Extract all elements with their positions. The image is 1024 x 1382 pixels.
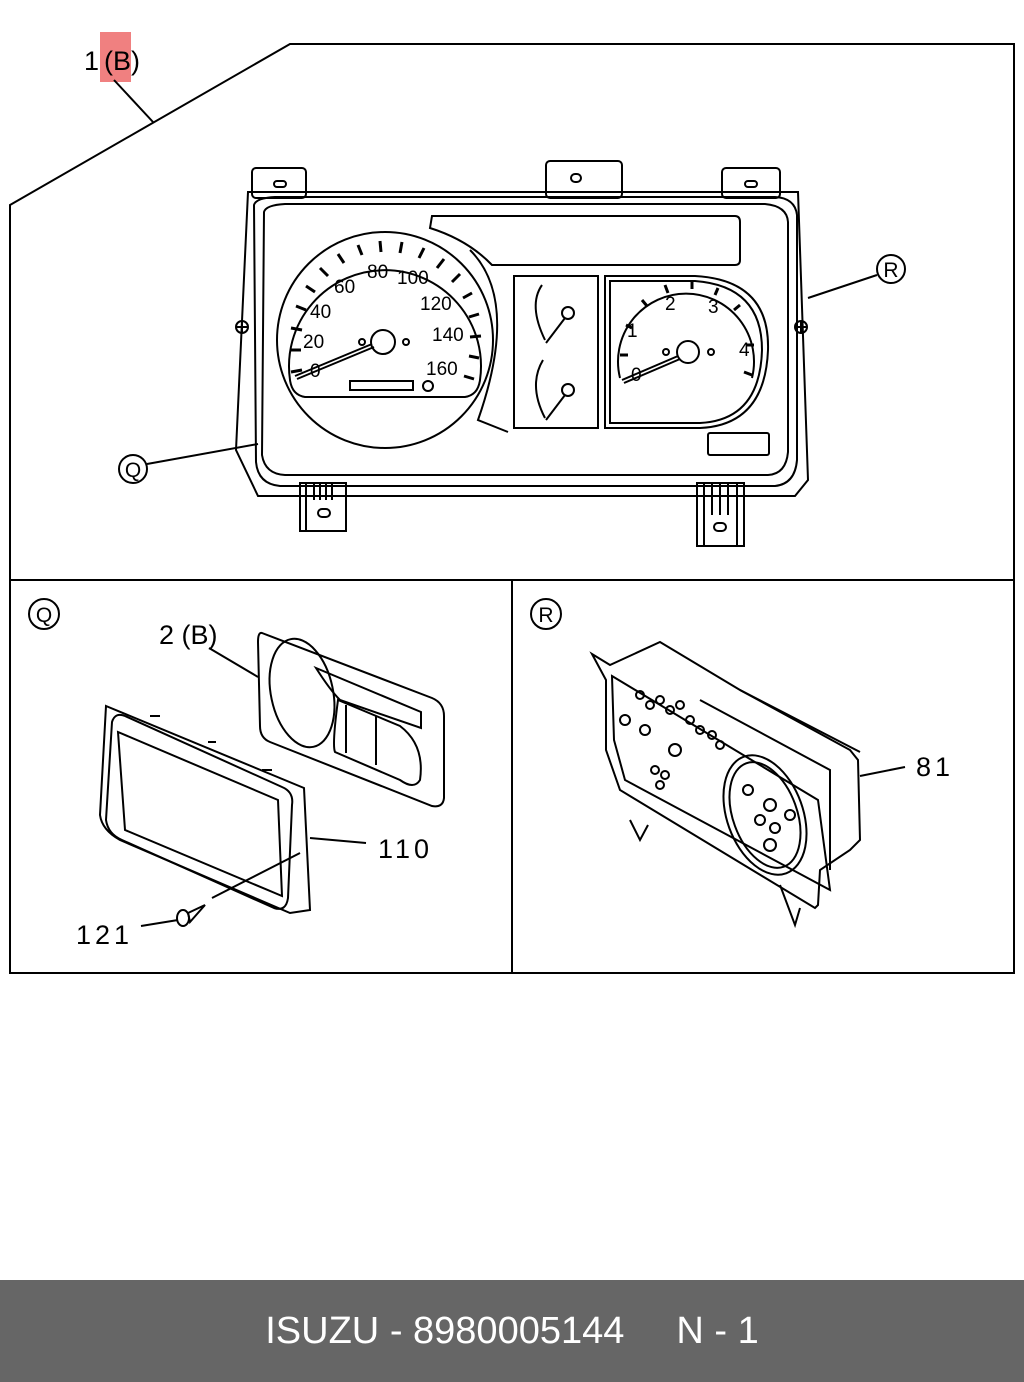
footer-part-number: 8980005144 <box>413 1309 625 1352</box>
speed-label-120: 120 <box>420 294 452 315</box>
callout-q-label: Q <box>125 459 141 482</box>
footer-bar: ISUZU - 8980005144 N - 1 <box>0 1280 1024 1382</box>
callout-q-leader <box>146 443 259 465</box>
speed-label-20: 20 <box>303 332 324 353</box>
part-label-110: 110 <box>378 834 433 864</box>
main-callout-letter: (B) <box>104 46 140 76</box>
detail-q-badge <box>28 598 60 630</box>
footer-space <box>379 1310 390 1353</box>
footer-separator: - <box>389 1309 403 1352</box>
speed-label-100: 100 <box>397 268 429 289</box>
instrument-cluster <box>234 160 810 547</box>
callout-highlight <box>100 32 131 82</box>
detail-r-badge <box>530 598 562 630</box>
footer-space <box>402 1310 413 1353</box>
tach-label-4: 4 <box>739 340 750 361</box>
callout-q-circle <box>118 454 148 484</box>
callout-r-leader <box>807 274 878 299</box>
part-110-lens <box>98 704 312 915</box>
part-label-121: 121 <box>76 920 133 950</box>
tach-label-1: 1 <box>627 321 638 342</box>
speed-label-40: 40 <box>310 302 331 323</box>
speedometer-labels: 0 20 40 60 80 100 120 140 160 <box>303 262 464 382</box>
callout-r-label: R <box>883 259 898 282</box>
detail-q-title: Q <box>36 604 52 627</box>
detail-r-frame <box>511 579 1015 974</box>
tach-label-2: 2 <box>665 294 676 315</box>
part-2b-leader <box>208 647 259 678</box>
footer-page: N - 1 <box>676 1309 759 1352</box>
part-label-81: 81 <box>916 752 954 782</box>
speed-label-160: 160 <box>426 359 458 380</box>
tach-label-3: 3 <box>708 297 719 318</box>
speed-label-0: 0 <box>310 361 321 382</box>
speed-label-60: 60 <box>334 277 355 298</box>
part-81-leader <box>859 766 906 777</box>
footer-brand: ISUZU <box>265 1309 380 1352</box>
part-110-leader <box>309 837 367 844</box>
tach-label-0: 0 <box>631 365 642 386</box>
callout-r-circle <box>876 254 906 284</box>
part-label-2b: 2 (B) <box>159 620 218 650</box>
part-81-circuit-board <box>589 640 862 929</box>
part-121-screw <box>176 852 301 927</box>
detail-r-title: R <box>538 604 553 627</box>
part-2b-faceplate <box>256 631 445 808</box>
parts-diagram: 1 (B) <box>9 32 1015 974</box>
main-callout-number: 1 <box>84 46 99 76</box>
part-121-leader <box>140 919 179 927</box>
main-callout-leader <box>113 79 154 123</box>
speed-label-140: 140 <box>432 325 464 346</box>
speed-label-80: 80 <box>367 262 388 283</box>
top-panel-frame <box>9 43 1015 581</box>
tachometer-labels: 0 1 2 3 4 <box>627 294 750 386</box>
